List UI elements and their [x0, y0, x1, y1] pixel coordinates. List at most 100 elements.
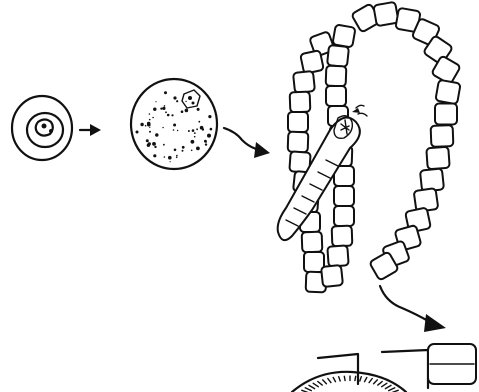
speckle [210, 128, 213, 131]
speckle [147, 144, 150, 147]
filament-cell [431, 125, 454, 147]
speckle [207, 134, 211, 138]
speckle [140, 123, 143, 126]
filament-cell [332, 24, 355, 47]
rim-tick [328, 379, 331, 383]
speckle [147, 122, 151, 126]
speckle [191, 150, 193, 152]
speckle [197, 108, 200, 111]
filament-cell [288, 132, 309, 153]
rim-tick [305, 388, 311, 391]
speckle [188, 130, 190, 132]
speckle [136, 131, 139, 134]
filament-right [351, 2, 461, 281]
speckle [205, 143, 207, 145]
speckle [191, 140, 195, 144]
speckle [173, 96, 176, 99]
speckle [149, 113, 151, 115]
arrow-right-icon [80, 124, 101, 136]
rim-tick [382, 383, 387, 386]
filament-cell [435, 80, 460, 105]
speckle [208, 115, 211, 118]
speckle [154, 146, 156, 148]
speckle [182, 150, 184, 152]
speckle [176, 100, 178, 102]
speckle [155, 101, 156, 102]
speckle [164, 91, 167, 94]
speckle [198, 121, 200, 123]
rim-tick [355, 376, 356, 380]
germinating-filament-icon [278, 2, 461, 293]
speckle [171, 114, 173, 116]
speckle [152, 117, 154, 119]
rim-tick [313, 383, 318, 386]
speckle [205, 140, 206, 141]
filament-cell [326, 86, 346, 106]
filament-cell [426, 147, 449, 169]
speckle [194, 132, 196, 134]
filament-cell [300, 50, 324, 74]
speckle [160, 108, 162, 110]
speckle [167, 114, 170, 117]
speckle [163, 144, 165, 146]
filament-cell [326, 66, 347, 87]
rim-tick [378, 382, 382, 386]
rim-tick [389, 388, 395, 391]
speckle [149, 119, 151, 121]
speckle [162, 107, 165, 110]
rim-tick [385, 385, 391, 388]
arrow-curved-down-icon [380, 286, 446, 332]
speckle [145, 125, 147, 127]
speckle [162, 127, 163, 128]
filament-cell [334, 206, 354, 226]
rim-tick [333, 378, 335, 382]
filament-cell [302, 232, 323, 253]
spore-cell-icon [12, 96, 72, 160]
speckle [153, 154, 156, 157]
speckle [168, 156, 172, 160]
speckle [153, 108, 156, 111]
filament-cell [373, 2, 398, 27]
mature-colony-icon [292, 344, 476, 392]
speckle [170, 161, 171, 162]
speckle [176, 157, 178, 159]
speckle [165, 111, 167, 113]
filament-cell [334, 186, 354, 206]
rim-tick [344, 376, 345, 380]
speckle [174, 149, 177, 152]
speckle [177, 130, 178, 131]
speckle [202, 128, 204, 130]
speckle [164, 105, 166, 107]
speckle [152, 142, 156, 146]
rim-tick [369, 379, 372, 383]
speckle [185, 109, 189, 113]
speckle [149, 131, 151, 133]
arrow-curved-down-icon [224, 128, 270, 158]
speckle [182, 146, 185, 149]
filament-cell [327, 45, 349, 67]
rim-tick [318, 382, 322, 386]
rim-tick [360, 377, 362, 381]
speckle [146, 139, 149, 142]
filament-cell [293, 71, 315, 93]
rim-tick [365, 378, 367, 382]
rim-tick [374, 380, 378, 384]
speckle [164, 156, 166, 158]
filament-cell [288, 112, 308, 132]
rim-tick [339, 377, 341, 381]
speckle [192, 129, 195, 132]
filament-cell [290, 92, 311, 113]
filament-cell [332, 226, 353, 247]
speckle [173, 124, 176, 127]
speckle [181, 110, 184, 113]
speckle [185, 101, 186, 102]
surface-speckles [136, 91, 213, 162]
speckle [196, 147, 200, 151]
speckle [149, 127, 150, 128]
speckle [194, 136, 196, 138]
rim-tick [323, 380, 327, 384]
filament-cell [321, 265, 343, 287]
rim-tick [309, 385, 315, 388]
